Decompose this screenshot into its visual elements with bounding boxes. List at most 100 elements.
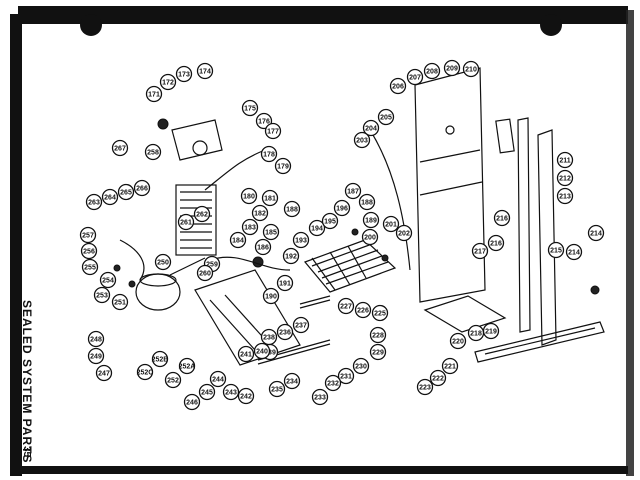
part-callout-212: 212 [556,169,574,187]
part-callout-188: 188 [358,193,376,211]
part-callout-237: 237 [292,316,310,334]
part-number-label: 254 [102,278,114,285]
part-number-label: 203 [356,138,368,145]
part-callout-267: 267 [111,139,129,157]
part-callout-193: 193 [292,231,310,249]
part-callout-263: 263 [85,193,103,211]
part-number-label: 175 [244,106,256,113]
part-number-label: 252C [137,370,154,377]
part-number-label: 186 [257,245,269,252]
part-callout-177: 177 [264,122,282,140]
part-callout-233: 233 [311,388,329,406]
part-callout-236: 236 [276,323,294,341]
part-callout-261: 261 [177,213,195,231]
part-number-label: 247 [98,371,110,378]
part-number-label: 257 [82,233,94,240]
part-callout-242: 242 [237,387,255,405]
part-callout-176: 176 [255,112,273,130]
scan-border-right [626,10,634,476]
part-number-label: 260 [199,271,211,278]
part-number-label: 181 [264,196,276,203]
part-number-label: 265 [120,190,132,197]
part-number-label: 250 [157,260,169,267]
scan-border-bottom [18,466,628,474]
part-number-label: 267 [114,146,126,153]
part-callout-257: 257 [79,226,97,244]
part-callout-249: 249 [87,347,105,365]
part-callout-214: 214 [587,224,605,242]
part-callout-210: 210 [462,60,480,78]
part-callout-247: 247 [95,364,113,382]
part-callout-265: 265 [117,183,135,201]
part-callout-217: 217 [471,242,489,260]
part-number-label: 171 [148,92,160,99]
part-callout-204: 204 [362,119,380,137]
part-callout-223: 223 [416,378,434,396]
part-callout-191: 191 [276,274,294,292]
part-callout-178: 178 [260,145,278,163]
part-number-label: 218 [470,331,482,338]
part-callout-194: 194 [308,219,326,237]
evaporator-cover-panel [414,67,486,303]
part-number-label: 225 [374,311,386,318]
part-callout-252: 252 [164,371,182,389]
part-number-label: 230 [355,364,367,371]
part-number-label: 182 [254,211,266,218]
part-number-label: 215 [550,248,562,255]
part-callout-174: 174 [196,62,214,80]
part-callout-244: 244 [209,370,227,388]
part-callout-219: 219 [482,322,500,340]
part-number-label: 201 [385,222,397,229]
part-number-label: 253 [96,293,108,300]
part-number-label: 223 [419,385,431,392]
refrigerant-tubing [119,129,411,281]
part-number-label: 209 [446,66,458,73]
part-number-label: 192 [285,254,297,261]
part-number-label: 207 [409,75,421,82]
part-number-label: 214 [568,250,580,257]
part-number-label: 173 [178,72,190,79]
bracket-assembly [171,119,223,161]
part-callout-226: 226 [354,301,372,319]
part-callout-206: 206 [389,77,407,95]
part-number-label: 256 [83,249,95,256]
part-number-label: 237 [295,323,307,330]
part-callout-252c: 252C [137,363,154,381]
part-number-label: 227 [340,304,352,311]
part-callout-171: 171 [145,85,163,103]
part-number-label: 214 [590,231,602,238]
part-callout-190: 190 [262,287,280,305]
part-number-label: 196 [336,206,348,213]
part-callout-209: 209 [443,59,461,77]
part-callout-185: 185 [262,223,280,241]
part-callout-187: 187 [344,182,362,200]
part-number-label: 239 [264,350,276,357]
part-number-label: 194 [311,226,323,233]
part-callout-229: 229 [369,343,387,361]
part-number-label: 246 [186,400,198,407]
part-callout-186: 186 [254,238,272,256]
part-callout-262: 262 [193,205,211,223]
part-number-label: 219 [485,329,497,336]
part-callout-196: 196 [333,199,351,217]
part-callout-260: 260 [196,264,214,282]
part-number-label: 234 [286,379,298,386]
part-callout-215: 215 [547,241,565,259]
part-number-label: 202 [398,231,410,238]
part-number-label: 221 [444,364,456,371]
part-number-label: 226 [357,308,369,315]
part-callout-192: 192 [282,247,300,265]
part-callout-253: 253 [93,286,111,304]
part-number-label: 180 [243,194,255,201]
part-number-label: 232 [327,381,339,388]
part-number-label: 188 [361,200,373,207]
part-callout-202: 202 [395,224,413,242]
part-number-label: 193 [295,238,307,245]
part-number-label: 188 [286,207,298,214]
part-number-label: 252 [167,378,179,385]
part-number-label: 233 [314,395,326,402]
part-callout-172: 172 [159,73,177,91]
part-number-label: 220 [452,339,464,346]
part-callout-213: 213 [556,187,574,205]
part-callout-179: 179 [274,157,292,175]
